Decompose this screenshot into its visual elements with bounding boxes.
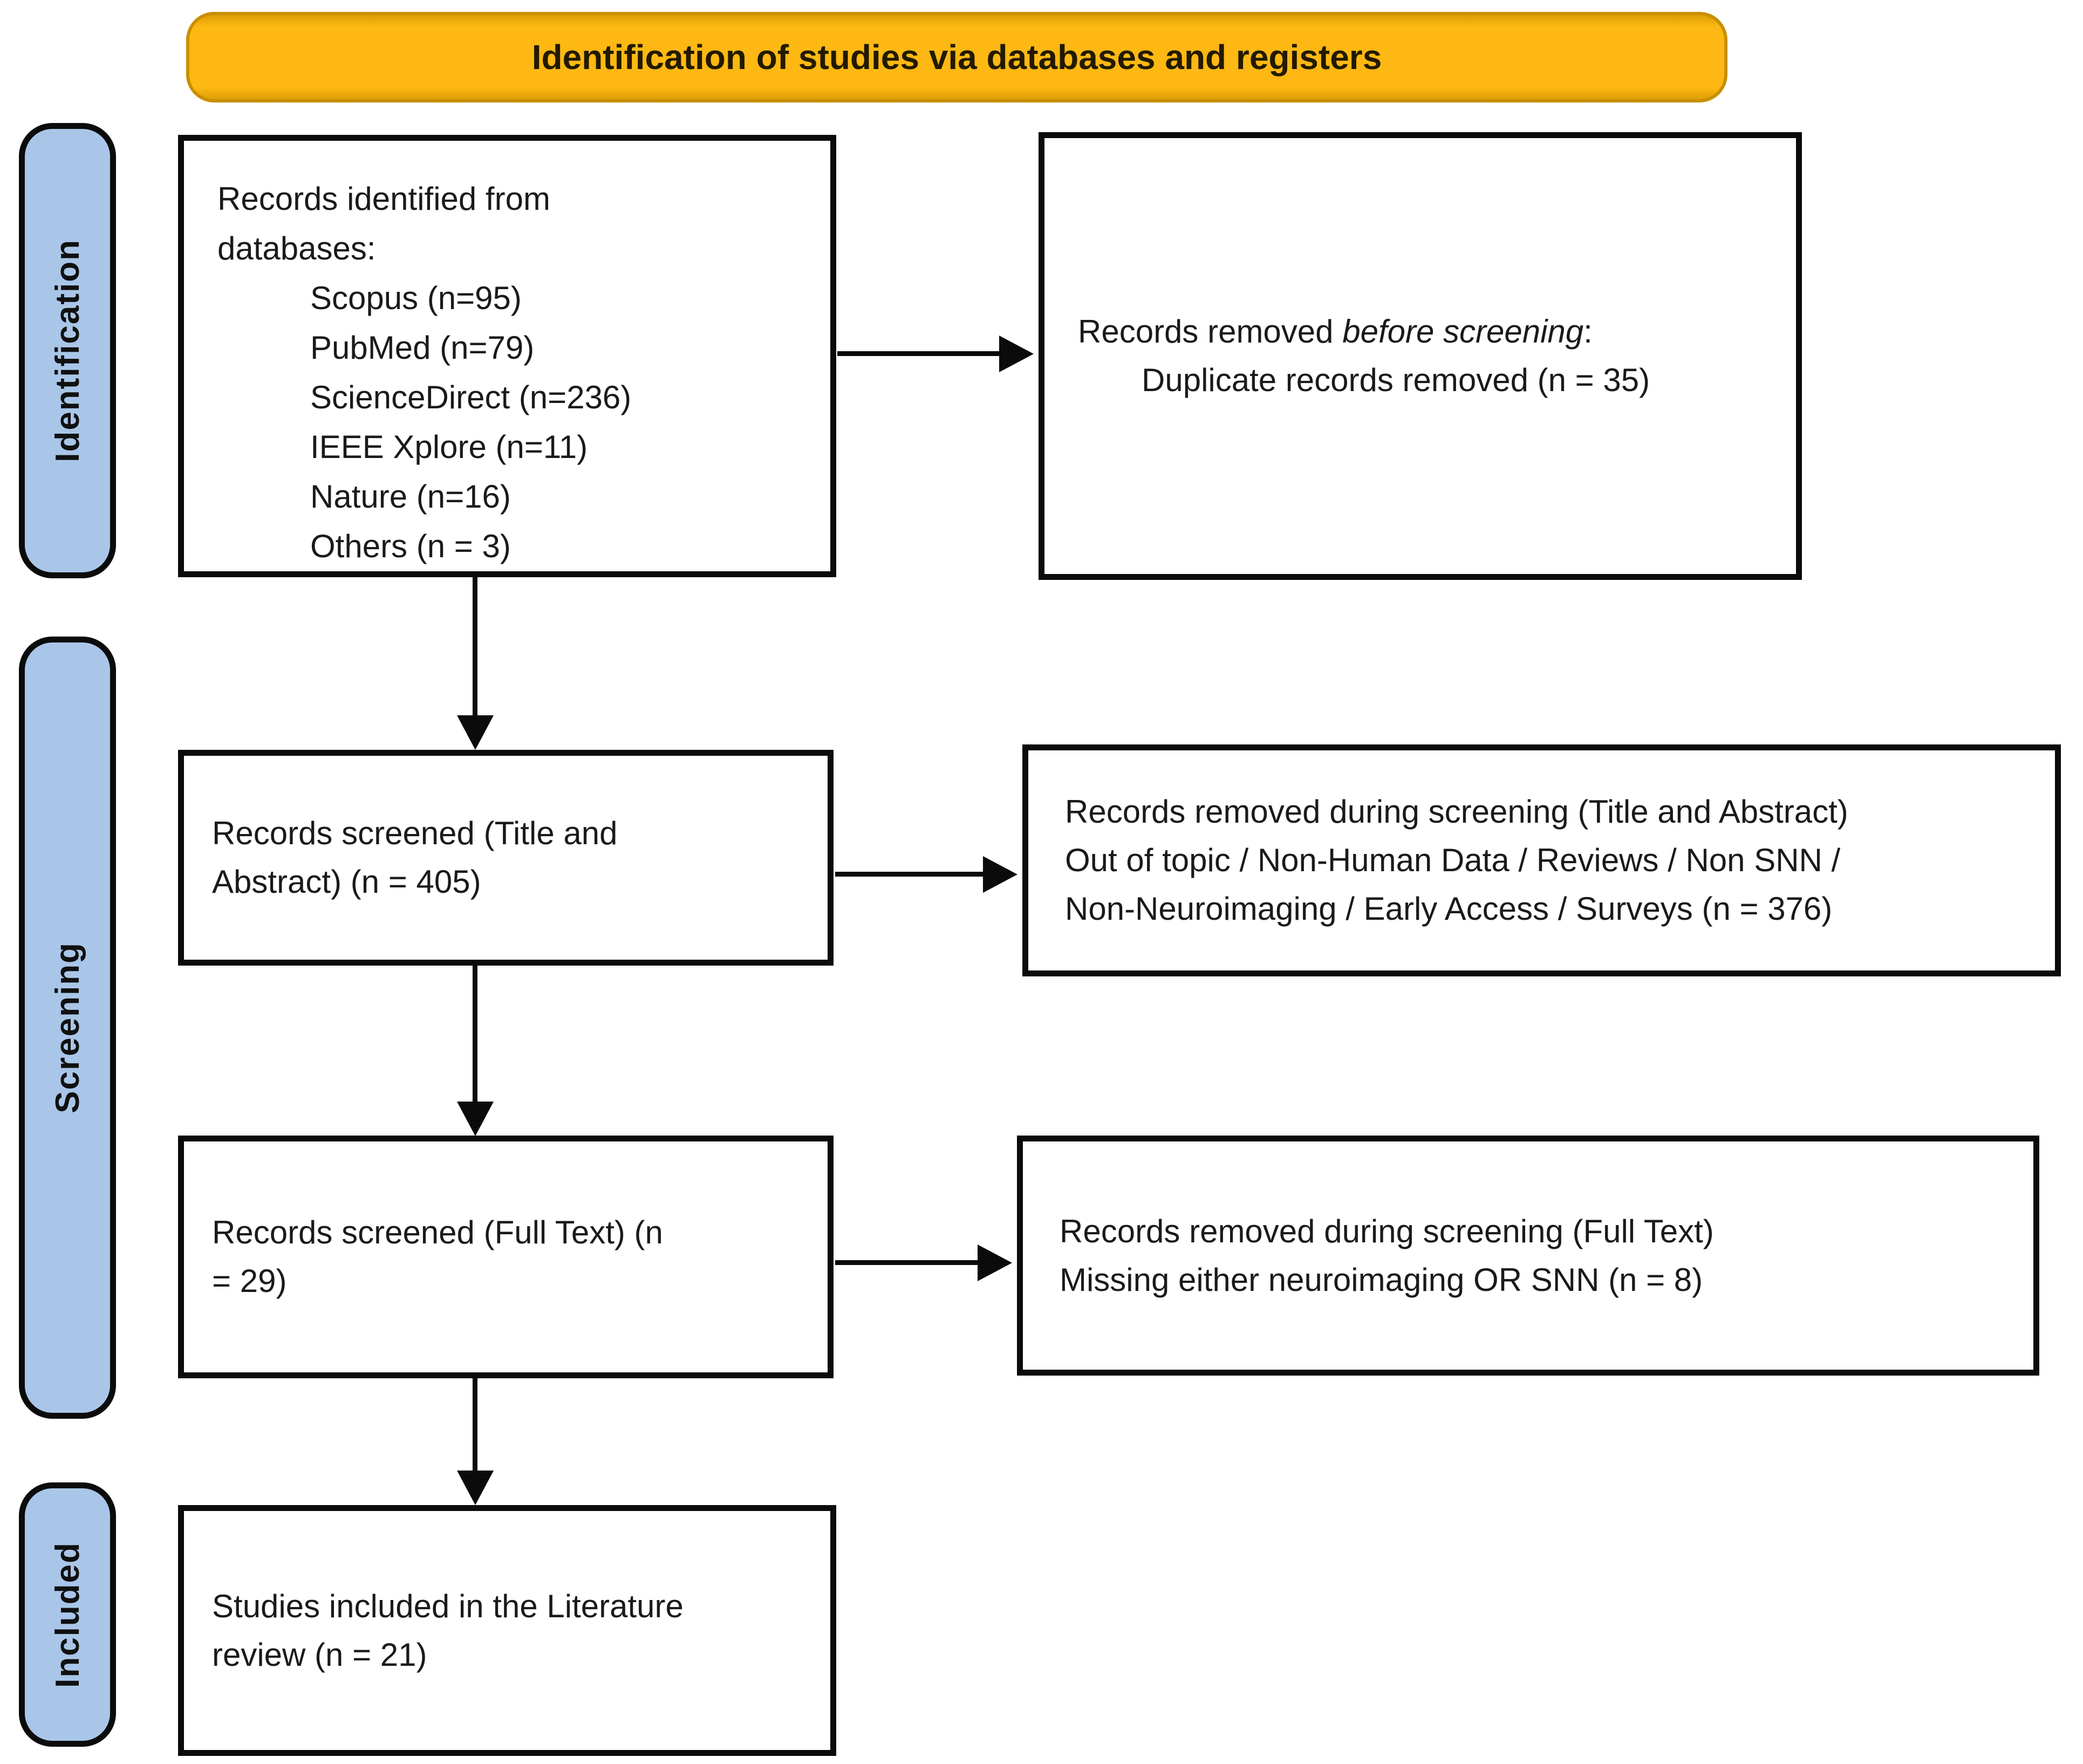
stage-label-identification: Identification	[19, 123, 116, 578]
box-records-removed-full-text: Records removed during screening (Full T…	[1017, 1136, 2039, 1376]
arrow-line	[473, 1375, 477, 1473]
database-count-ieee-xplore: IEEE Xplore (n=11)	[310, 429, 588, 465]
arrow-line	[837, 351, 999, 356]
stage-label-included-text: Included	[49, 1541, 86, 1688]
text-line: Records screened (Full Text) (n	[212, 1214, 663, 1250]
arrow-line	[473, 573, 477, 717]
box-records-screened-title-abstract: Records screened (Title and Abstract) (n…	[178, 750, 834, 966]
stage-label-screening: Screening	[19, 637, 116, 1419]
text-line: Records removed during screening (Full T…	[1060, 1213, 1714, 1249]
box-records-screened-full-text: Records screened (Full Text) (n = 29)	[178, 1136, 834, 1378]
database-count-sciencedirect: ScienceDirect (n=236)	[310, 379, 632, 415]
text-line: databases:	[217, 230, 376, 266]
text-line: Records removed during screening (Title …	[1065, 794, 1848, 830]
stage-label-screening-text: Screening	[49, 942, 86, 1113]
stage-label-identification-text: Identification	[49, 239, 86, 462]
box-records-identified: Records identified from databases: Scopu…	[178, 135, 836, 577]
arrow-head-icon	[999, 335, 1034, 372]
text-line: Out of topic / Non-Human Data / Reviews …	[1065, 842, 1841, 878]
text-line: Records removed before screening:	[1078, 307, 1650, 356]
box-records-removed-title-abstract: Records removed during screening (Title …	[1022, 744, 2061, 976]
arrow-head-icon	[456, 1102, 494, 1136]
stage-label-included: Included	[19, 1482, 116, 1747]
arrow-head-icon	[456, 1471, 494, 1505]
database-count-nature: Nature (n=16)	[310, 478, 511, 515]
arrow-line	[473, 961, 477, 1104]
banner-title: Identification of studies via databases …	[531, 38, 1382, 77]
database-count-pubmed: PubMed (n=79)	[310, 330, 535, 366]
database-count-others: Others (n = 3)	[310, 528, 511, 564]
database-count-scopus: Scopus (n=95)	[310, 280, 522, 316]
text-segment: Records removed	[1078, 313, 1343, 350]
box-studies-included: Studies included in the Literature revie…	[178, 1505, 836, 1756]
text-line: Duplicate records removed (n = 35)	[1142, 362, 1650, 398]
text-line: Non-Neuroimaging / Early Access / Survey…	[1065, 891, 1833, 927]
text-line: = 29)	[212, 1263, 287, 1299]
arrow-head-icon	[978, 1244, 1012, 1281]
text-segment-italic: before screening	[1342, 313, 1584, 350]
text-line: review (n = 21)	[212, 1636, 427, 1673]
text-segment: :	[1583, 313, 1593, 350]
text-line: Records identified from	[217, 181, 550, 217]
arrow-line	[835, 872, 983, 877]
box-records-removed-before-screening: Records removed before screening: Duplic…	[1039, 132, 1802, 580]
arrow-head-icon	[456, 715, 494, 750]
arrow-line	[835, 1260, 978, 1265]
arrow-head-icon	[983, 856, 1017, 893]
banner: Identification of studies via databases …	[186, 12, 1727, 102]
text-line: Missing either neuroimaging OR SNN (n = …	[1060, 1261, 1703, 1298]
text-line: Studies included in the Literature	[212, 1588, 684, 1624]
text-line: Records screened (Title and	[212, 815, 618, 851]
text-line: Abstract) (n = 405)	[212, 864, 481, 900]
